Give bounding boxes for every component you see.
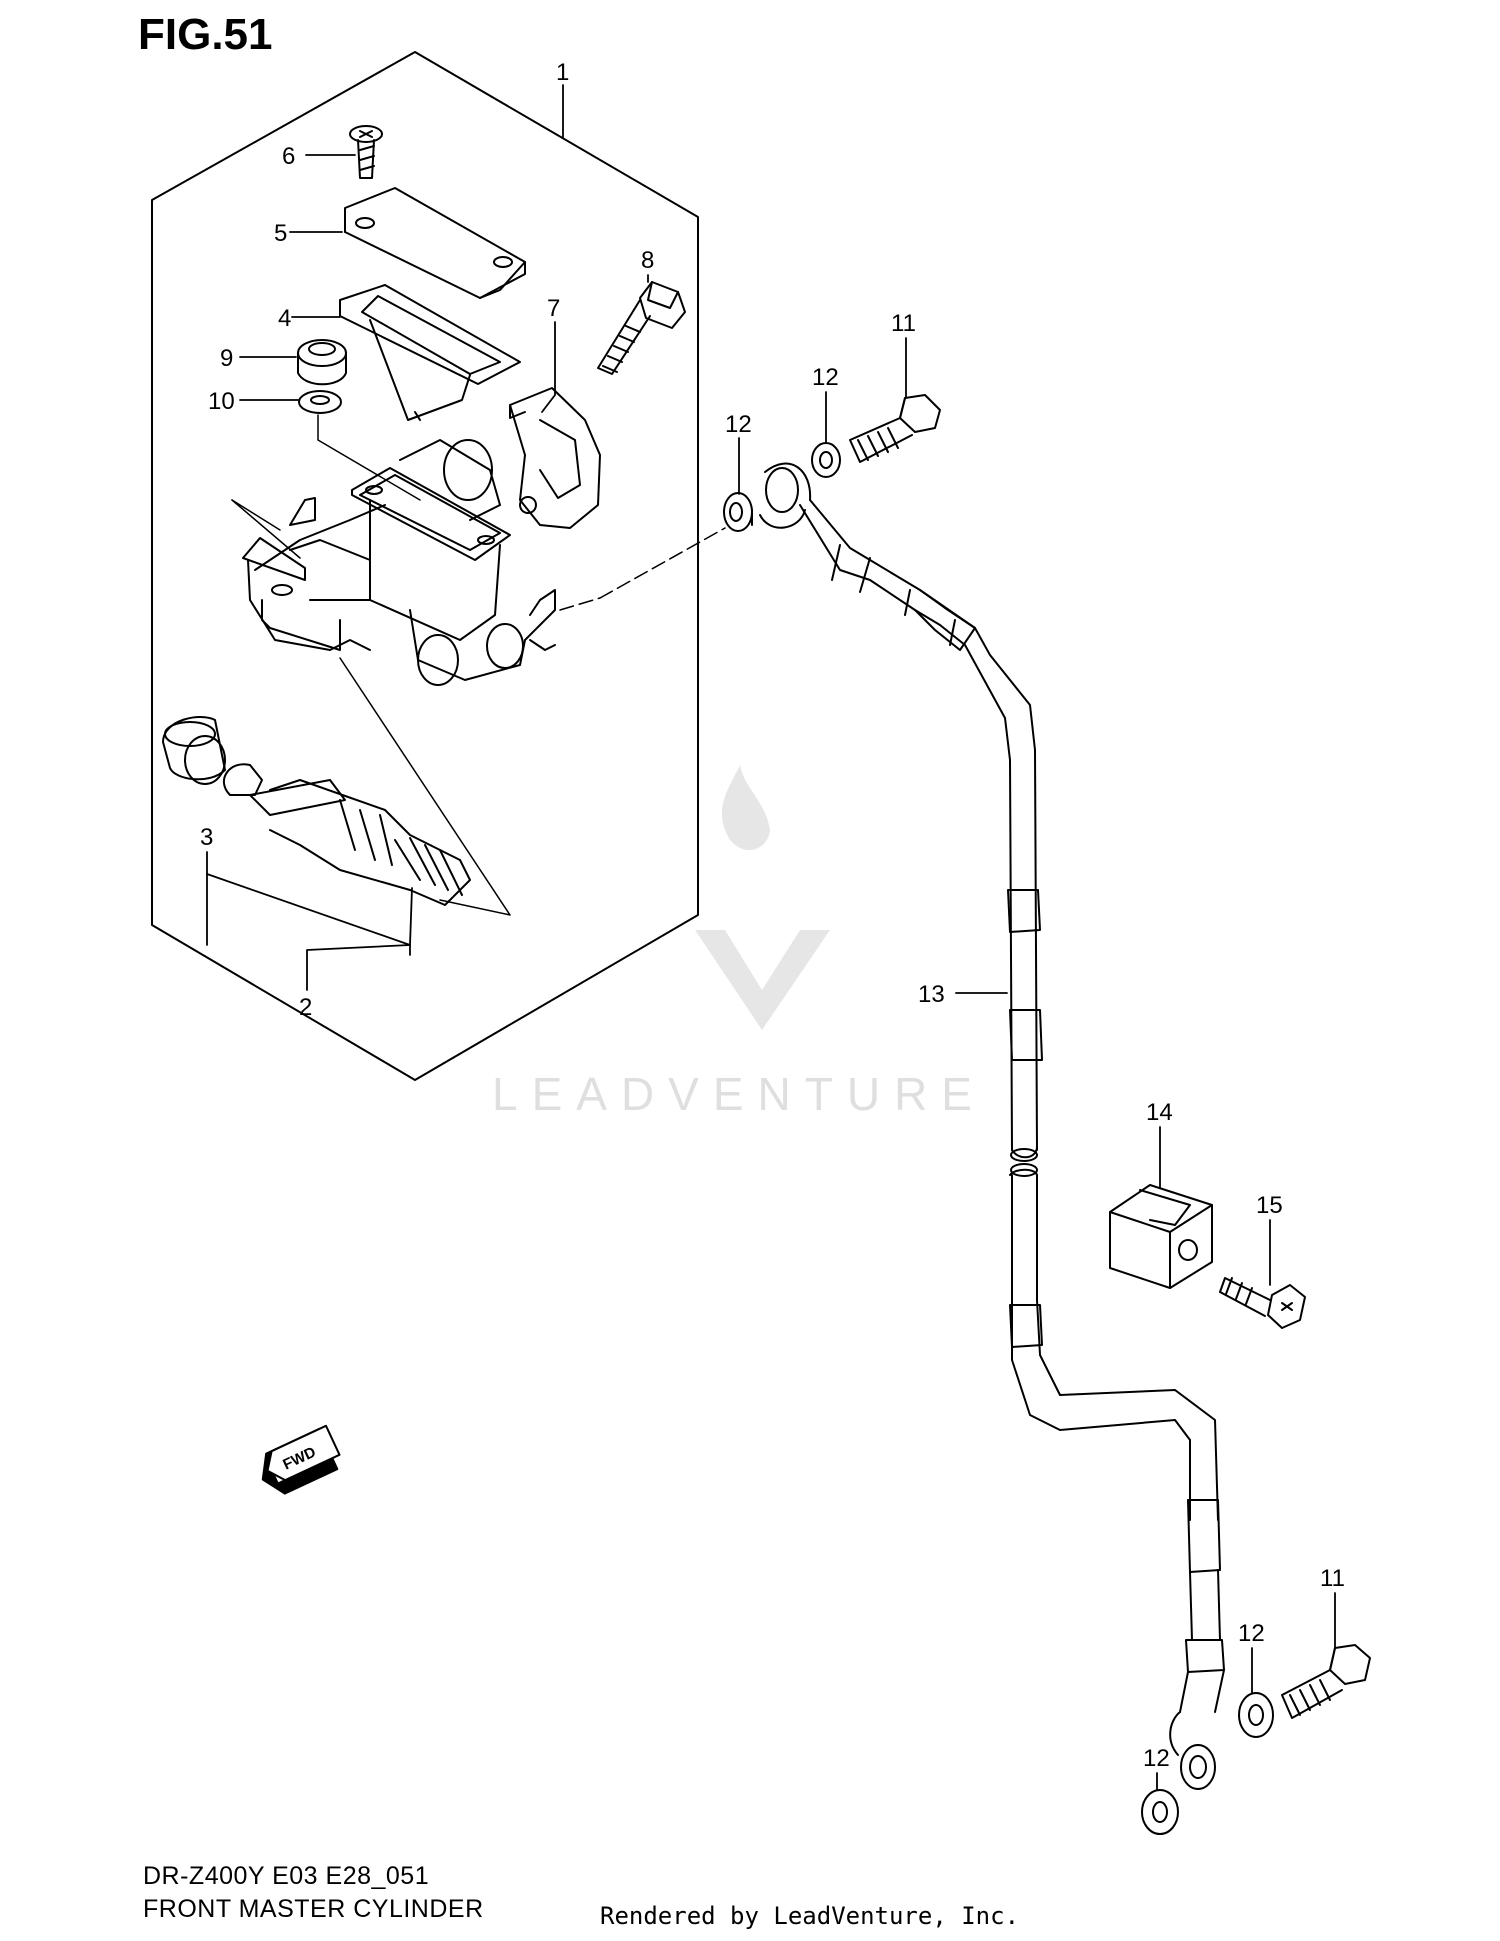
part-7-clamp [509,387,601,529]
leader-2 [206,873,411,956]
callout-1: 1 [556,59,569,86]
callout-8: 8 [641,247,654,274]
callout-12-upper-left: 12 [725,411,752,438]
part-11-banjo-bolt-lower [1281,1644,1371,1719]
master-cylinder-body [242,439,556,686]
watermark-v-icon [695,930,830,1030]
part-9-boot [297,339,347,386]
callout-14: 14 [1146,1099,1173,1126]
callout-leaders [206,84,1336,1791]
part-4-diaphragm [339,284,521,421]
assembly-outline-box [151,51,699,1081]
callout-12-upper-right: 12 [812,364,839,391]
part-12-washer-lower-right [1238,1692,1274,1738]
callout-5: 5 [274,220,287,247]
part-12-washer-upper-right [811,442,841,478]
callout-11-upper: 11 [891,310,916,337]
callout-9: 9 [220,345,233,372]
fwd-arrow-icon: FWD [261,1424,341,1495]
callout-12-lower-right: 12 [1238,1620,1265,1647]
figure-title: FIG.51 [138,10,273,59]
watermark-text: LEADVENTURE [492,1068,986,1120]
callout-15: 15 [1256,1192,1283,1219]
callout-6: 6 [282,143,295,170]
callout-7: 7 [547,295,560,322]
callout-labels: 1 6 5 8 4 7 9 10 11 12 12 3 2 13 14 15 1… [200,59,1345,1772]
callout-11-lower: 11 [1320,1565,1345,1592]
callout-3: 3 [200,824,213,851]
leader-2b [306,944,411,991]
part-10-washer [298,390,342,414]
callout-13: 13 [918,981,945,1008]
callout-12-lower-left: 12 [1143,1745,1170,1772]
part-6-screw [349,125,383,179]
part-14-hose-clamp [1109,1184,1213,1289]
callout-2: 2 [299,994,312,1021]
watermark: LEADVENTURE [492,765,986,1120]
part-12-washer-upper-left [723,492,753,532]
part-8-bolt [597,281,686,375]
rendered-by-credit: Rendered by LeadVenture, Inc. [600,1902,1020,1930]
callout-4: 4 [278,305,291,332]
part-3-piston-kit [162,716,471,906]
part-13-brake-hose [759,462,1225,1790]
section-title: FRONT MASTER CYLINDER [143,1895,484,1923]
leader-3 [206,851,413,946]
part-12-washer-lower-left [1141,1789,1179,1835]
part-5-reservoir-cap [344,187,526,299]
watermark-flame-icon [721,765,770,851]
part-15-bolt [1219,1277,1306,1329]
assembly-guide-lines [231,414,726,916]
model-code: DR-Z400Y E03 E28_051 [143,1862,430,1890]
callout-10: 10 [208,388,235,415]
leader-7 [541,321,556,413]
part-11-banjo-bolt-upper [849,394,941,463]
